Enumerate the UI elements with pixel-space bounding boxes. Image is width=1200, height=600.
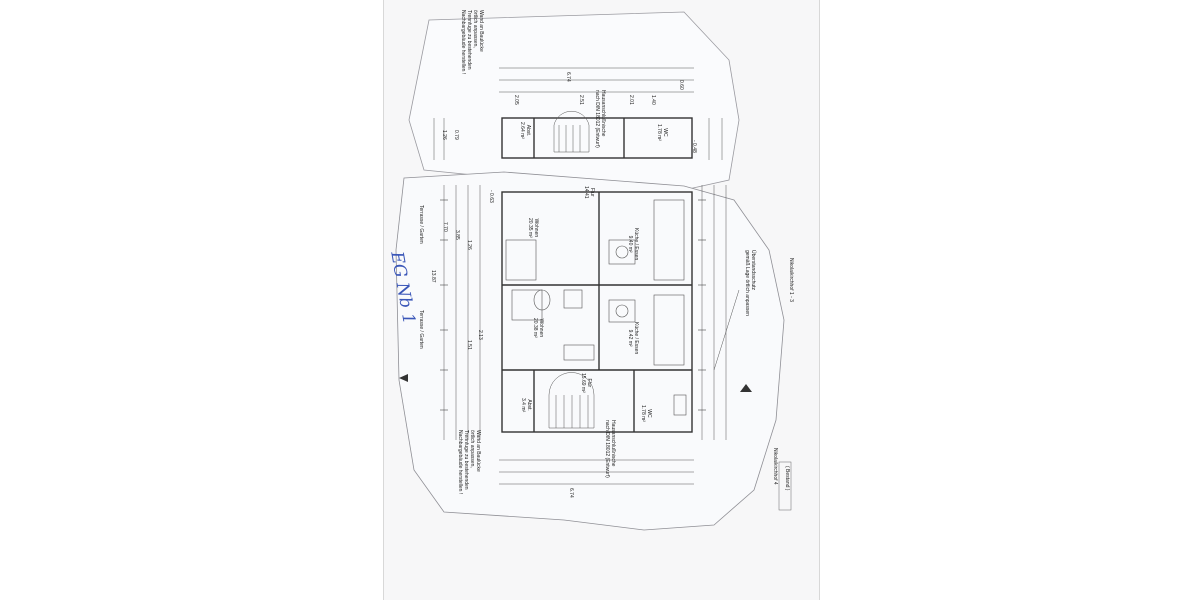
room-flur: Flur 15.69 m² (580, 373, 592, 393)
upper-dim-8: - 0.48 (691, 140, 697, 153)
room-wohnen-1: Wohnen 20.35 m² (527, 218, 539, 238)
section-markers (399, 374, 752, 392)
upper-stair (553, 110, 590, 153)
street-label-bottom: Nikolaikirchhof 4 (772, 448, 778, 485)
overhang-leader (713, 289, 740, 371)
lower-furniture (505, 199, 687, 416)
upper-dim-0: 6.74 (565, 72, 571, 82)
overhang-note: Überstandsschutz gemäß Lage örtlich anpa… (744, 250, 756, 316)
street-label-bottom-sub: ( Bestand ) (784, 466, 790, 491)
floor-plan-drawing (395, 11, 792, 531)
upper-dim-6: 0.79 (453, 130, 459, 140)
lower-dim-4: 1.26 (466, 240, 472, 250)
lower-unit-walls (501, 191, 693, 433)
lower-dim-1: 7.70 (442, 222, 448, 232)
ticks (440, 199, 706, 411)
room-wc: WC 1.78 m² (640, 405, 652, 422)
upper-dim-2: 2.05 (513, 95, 519, 105)
lower-dim-0: 13.87 (430, 270, 436, 283)
upper-room-wc: WC 1.78 m² (656, 124, 668, 141)
lower-stair-note: Hausanschlußnische nach DIN 18012 (Entwu… (604, 420, 616, 478)
upper-dim-1: 2.51 (578, 95, 584, 105)
lower-dim-5: 2.13 (477, 330, 483, 340)
upper-unit-walls (501, 117, 693, 159)
upper-dim-3: 2.01 (628, 95, 634, 105)
upper-room-abstellraum: Abst. 2.64 m² (519, 122, 531, 139)
scanned-page: EG Nb 1 Wand an Baulücke örtlich anpasse… (383, 0, 820, 600)
room-kueche-2: Küche / Essen 9.42 m² (627, 322, 639, 355)
street-bottom-box (778, 461, 792, 511)
room-wohnen-2: Wohnen 20.38 m² (532, 318, 544, 338)
lower-dim-3: 3.85 (454, 230, 460, 240)
lower-dim-7: - 0.63 (488, 190, 494, 203)
upper-paper-cutout (408, 11, 740, 191)
lower-dim-2: 6.74 (568, 488, 574, 498)
lower-wall-note: Wand an Baulücke örtlich anpassen, Trenn… (457, 430, 481, 495)
upper-unit-dimension-lines (433, 67, 723, 160)
room-abstellraum: Abst. 3.4 m² (520, 398, 532, 413)
lower-stair (548, 372, 595, 429)
upper-dim-4: 1.40 (650, 95, 656, 105)
upper-dim-5: 1.26 (441, 130, 447, 140)
street-label-right: Nikolaikirchhof 1 - 3 (788, 258, 794, 302)
terrace-label-top: Terrasse / Garten (418, 205, 424, 244)
lower-paper-cutout (395, 171, 785, 531)
lower-dim-6: 1.51 (466, 340, 472, 350)
upper-stair-note: Hausanschlußnische nach DIN 18012 (Entwu… (594, 90, 606, 148)
upper-room-flur: Flur 14.41 (583, 186, 595, 199)
lower-dimension-lines (443, 185, 727, 485)
terrace-label-bottom: Terrasse / Garten (418, 310, 424, 349)
upper-wall-note: Wand an Baulücke örtlich anpassen, Trenn… (460, 10, 484, 75)
upper-dim-7: 0.60 (678, 80, 684, 90)
room-kueche-1: Küche / Essen 9.40 m² (627, 228, 639, 261)
